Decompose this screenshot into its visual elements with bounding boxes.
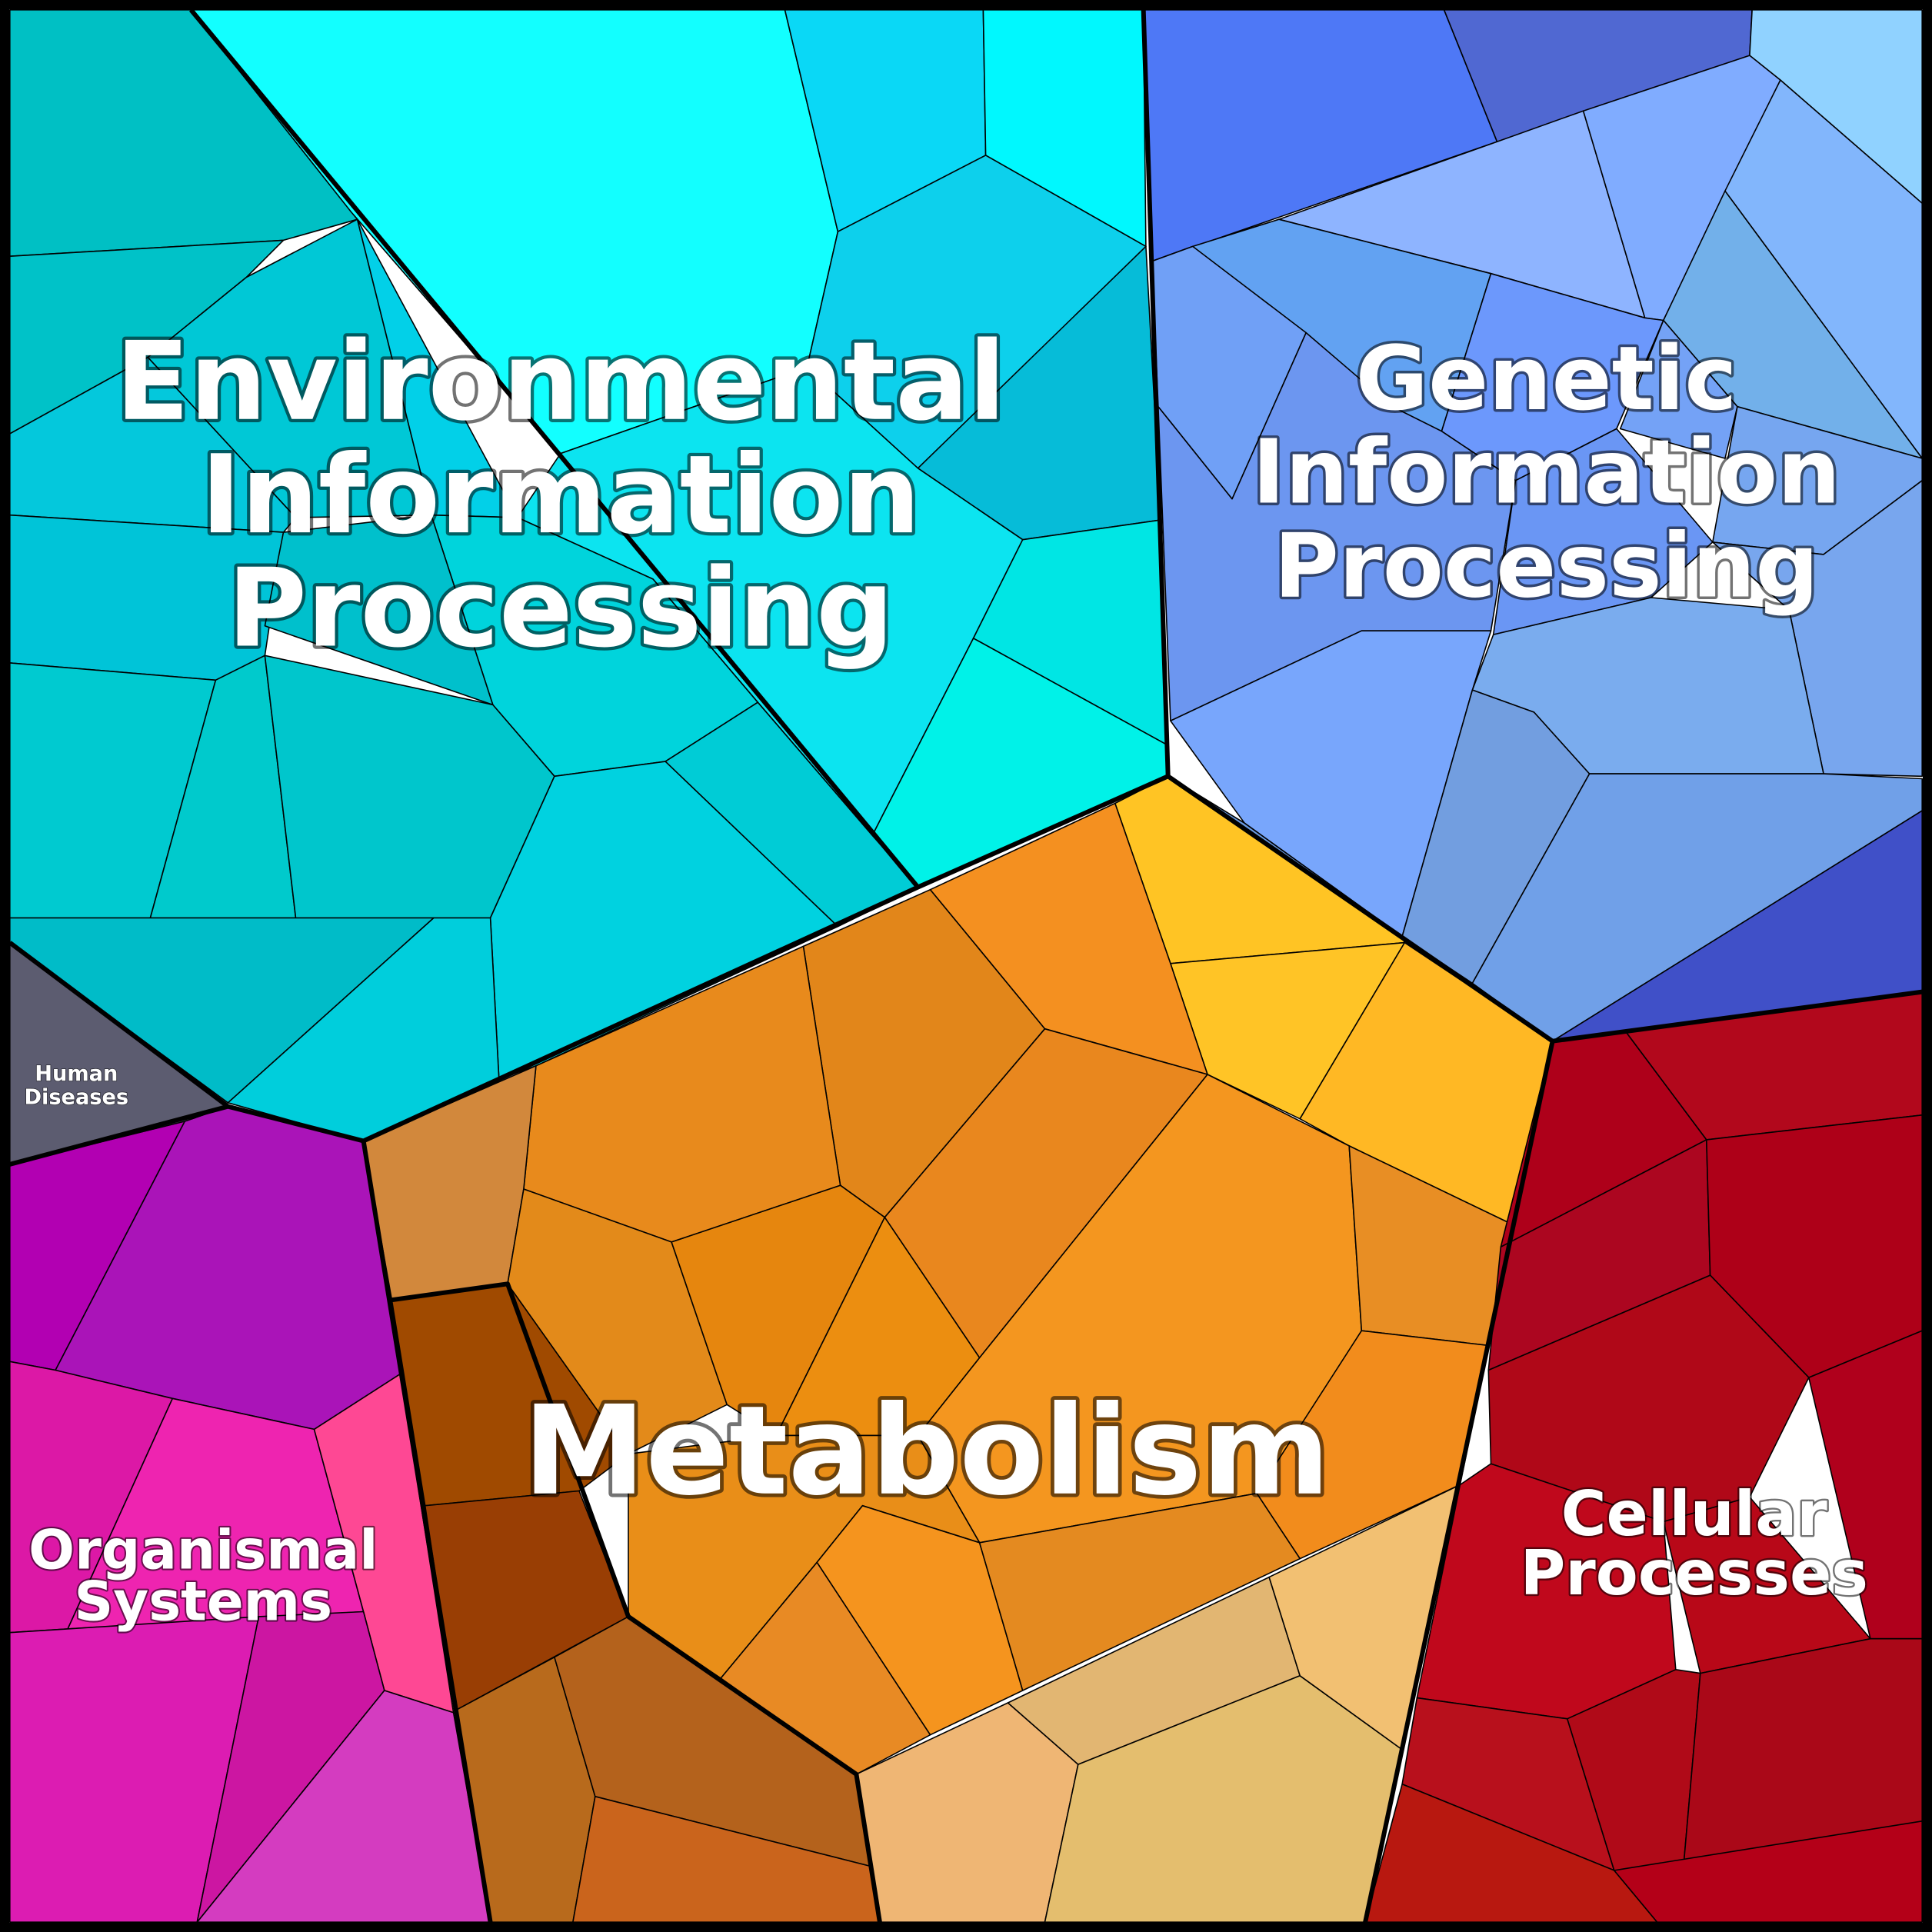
subcategory-cells	[9, 9, 1923, 1923]
organismal-systems-label-line: Organismal	[28, 1518, 378, 1581]
category-border	[9, 1104, 229, 1167]
genetic-information-processing-label-line: Processing	[1274, 515, 1819, 618]
environmental-information-processing-cell	[9, 9, 358, 258]
human-diseases-label-line: Diseases	[24, 1085, 128, 1109]
metabolism-label: Metabolism	[523, 1379, 1331, 1523]
cellular-processes-label-line: Cellular	[1561, 1478, 1828, 1550]
environmental-information-processing-cell	[147, 218, 432, 518]
category-border	[391, 1281, 882, 1923]
cellular-processes-cell	[1681, 1637, 1923, 1886]
genetic-information-processing-cell	[1619, 319, 1738, 459]
metabolism-cell	[978, 1492, 1301, 1691]
genetic-information-processing-label-line: Information	[1252, 421, 1840, 525]
category-borders	[8, 8, 1923, 1923]
environmental-information-processing-label-line: Environmental	[115, 319, 1006, 445]
metabolism-cell	[507, 1188, 728, 1455]
cellular-processes-cell	[1613, 1820, 1923, 1923]
cellular-processes-label-line: Processes	[1521, 1537, 1868, 1609]
genetic-information-processing-cell	[1492, 428, 1714, 635]
metabolism-label-line: Metabolism	[523, 1379, 1331, 1523]
environmental-information-processing-label-line: Information	[201, 432, 921, 558]
metabolism-cell	[1256, 1330, 1490, 1560]
category-border	[361, 1141, 493, 1923]
genetic-information-processing-label-line: Genetic	[1356, 328, 1737, 431]
environmental-information-processing-label-line: Processing	[228, 546, 894, 672]
category-border	[1363, 1041, 1555, 1923]
environmental-information-processing-cell	[9, 356, 297, 533]
category-border	[1141, 9, 1171, 777]
organismal-systems-label-line: Systems	[74, 1571, 332, 1634]
category-border	[188, 8, 920, 889]
human-diseases-label-line: Human	[35, 1062, 118, 1086]
